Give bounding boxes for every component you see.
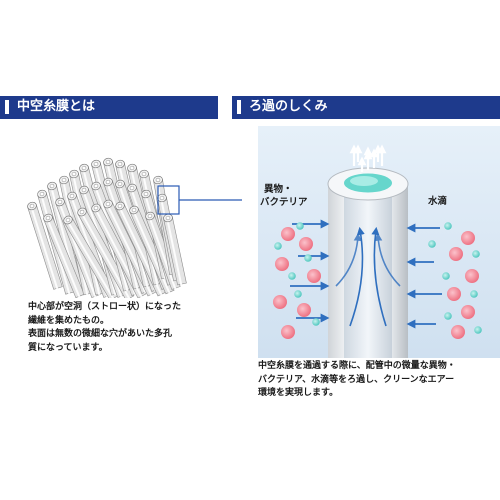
impurities-label-line2: バクテリア bbox=[260, 196, 308, 208]
hollow-fiber-bundle-illustration bbox=[27, 157, 242, 298]
impurity-particle bbox=[275, 257, 289, 271]
clean-air-arrows bbox=[349, 144, 387, 172]
filtration-mechanism-panel: 異物・ バクテリア 水滴 bbox=[258, 126, 500, 358]
incoming-air-arrows bbox=[290, 219, 442, 329]
fiber-highlight bbox=[166, 217, 183, 286]
fiber-hole bbox=[29, 203, 35, 209]
fiber-hole bbox=[105, 159, 111, 165]
impurity-particle bbox=[461, 231, 475, 245]
fiber-hole bbox=[129, 165, 135, 171]
description-line: 質になっています。 bbox=[28, 342, 108, 353]
impurity-particle bbox=[299, 237, 313, 251]
fiber-hole bbox=[117, 203, 123, 209]
impurity-particle bbox=[281, 325, 295, 339]
impurity-particle bbox=[461, 305, 475, 319]
fiber-hole bbox=[81, 187, 87, 193]
fiber-hole bbox=[93, 205, 99, 211]
impurity-particle bbox=[307, 269, 321, 283]
particles bbox=[273, 222, 482, 339]
water-droplet bbox=[294, 290, 302, 298]
description-line: 表面は無数の微細な穴があいた多孔 bbox=[28, 329, 173, 339]
fiber-hole bbox=[117, 161, 123, 167]
fiber-hole bbox=[69, 193, 75, 199]
fiber-hole bbox=[93, 183, 99, 189]
fiber-hole bbox=[57, 199, 63, 205]
fiber-highlight bbox=[80, 211, 131, 298]
water-droplet bbox=[474, 326, 482, 334]
fiber-hole bbox=[143, 191, 149, 197]
fiber-highlight bbox=[30, 205, 59, 290]
section-header-filtration: ろ過のしくみ bbox=[232, 96, 500, 118]
header-rule bbox=[232, 117, 500, 119]
fiber-hole bbox=[105, 179, 111, 185]
fiber-hole bbox=[71, 171, 77, 177]
fiber-hole bbox=[129, 185, 135, 191]
water-droplet bbox=[304, 254, 312, 262]
water-droplet bbox=[296, 222, 304, 230]
water-droplet bbox=[288, 272, 296, 280]
flow-arrow bbox=[335, 232, 362, 287]
fiber-hole bbox=[117, 181, 123, 187]
water-droplet bbox=[312, 318, 320, 326]
fiber-hole bbox=[45, 215, 51, 221]
water-droplet bbox=[444, 312, 452, 320]
description-line: バクテリア、水滴等をろ過し、クリーンなエアー bbox=[258, 374, 455, 385]
impurity-particle bbox=[465, 269, 479, 283]
fiber-hole bbox=[49, 183, 55, 189]
hollow-fiber bbox=[163, 213, 187, 286]
fiber-hole bbox=[165, 215, 171, 221]
impurity-particle bbox=[281, 227, 295, 241]
fiber-hole bbox=[81, 165, 87, 171]
water-drops-label: 水滴 bbox=[428, 195, 448, 207]
water-droplet bbox=[442, 272, 450, 280]
fiber-hole bbox=[93, 161, 99, 167]
section-title: ろ過のしくみ bbox=[249, 99, 328, 114]
fiber-hole bbox=[155, 177, 161, 183]
fiber-hole bbox=[147, 213, 153, 219]
tube-inner-channel bbox=[344, 188, 392, 358]
fiber-hole bbox=[39, 191, 45, 197]
fiber-hole bbox=[79, 209, 85, 215]
water-droplet bbox=[472, 250, 480, 258]
fiber-hole bbox=[131, 207, 137, 213]
section-title: 中空糸膜とは bbox=[17, 99, 96, 114]
hollow-fiber bbox=[43, 213, 85, 298]
inner-flow-arrows bbox=[335, 226, 401, 327]
impurity-particle bbox=[273, 295, 287, 309]
water-droplet bbox=[470, 290, 478, 298]
water-droplet bbox=[444, 222, 452, 230]
water-droplet bbox=[274, 242, 282, 250]
fiber-highlight bbox=[148, 215, 177, 290]
fiber-hole bbox=[159, 195, 165, 201]
hollow-fiber bbox=[27, 201, 63, 290]
water-droplet bbox=[428, 240, 436, 248]
fiber-hole bbox=[65, 217, 71, 223]
hollow-fiber bbox=[63, 215, 119, 298]
filtration-description: 中空糸膜を通過する際に、配管中の微量な異物・ バクテリア、水滴等をろ過し、クリー… bbox=[258, 360, 498, 401]
section-header-hollow-fiber: 中空糸膜とは bbox=[0, 96, 218, 118]
fiber-hole bbox=[105, 201, 111, 207]
fiber-bundle bbox=[27, 157, 187, 298]
impurities-label-line1: 異物・ bbox=[264, 183, 293, 195]
tube-opening-highlight bbox=[350, 176, 378, 186]
description-line: 中空糸膜を通過する際に、配管中の微量な異物・ bbox=[258, 361, 456, 371]
description-line: 繊維を集めたもの。 bbox=[28, 315, 110, 326]
hollow-fiber-description: 中心部が空洞（ストロー状）になった 繊維を集めたもの。 表面は無数の微細な穴があ… bbox=[28, 301, 228, 355]
impurity-particle bbox=[449, 247, 463, 261]
fiber-highlight bbox=[66, 219, 115, 298]
impurity-particle bbox=[297, 303, 311, 317]
fiber-hole bbox=[141, 171, 147, 177]
fiber-highlight bbox=[46, 217, 81, 298]
fiber-hole bbox=[61, 177, 67, 183]
header-rule bbox=[0, 117, 218, 119]
impurity-particle bbox=[447, 287, 461, 301]
flow-arrow bbox=[374, 232, 401, 287]
description-line: 環境を実現します。 bbox=[258, 388, 339, 398]
impurity-particle bbox=[451, 325, 465, 339]
description-line: 中心部が空洞（ストロー状）になった bbox=[28, 302, 182, 312]
